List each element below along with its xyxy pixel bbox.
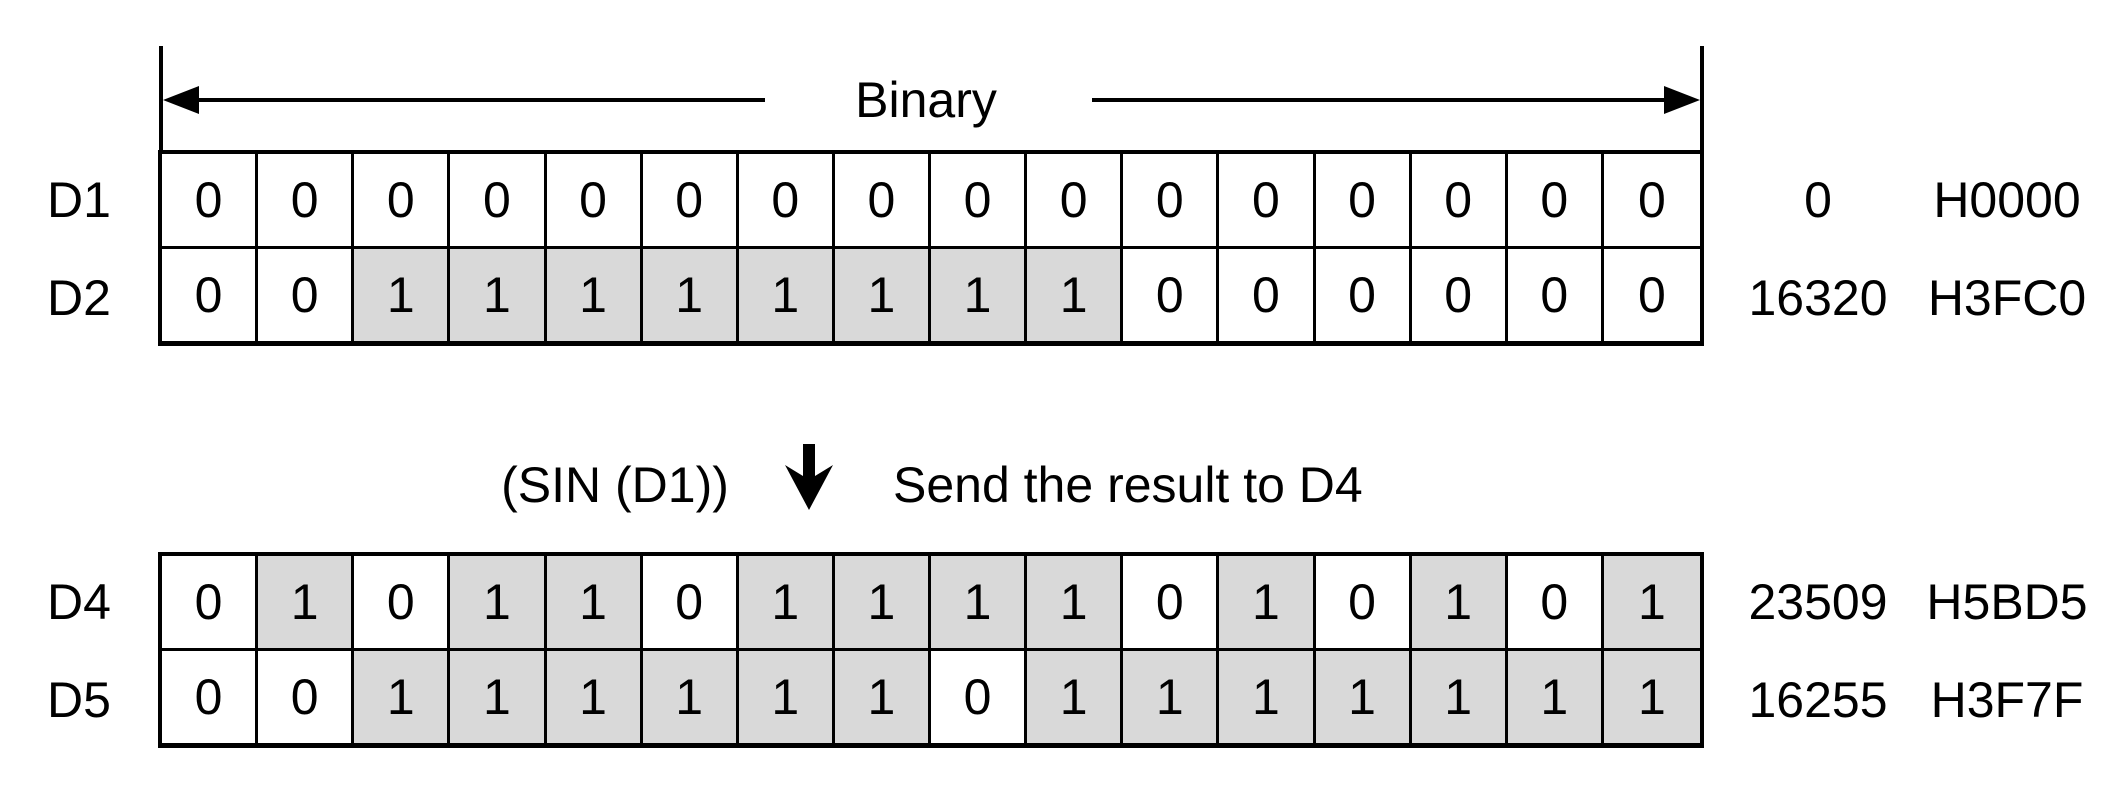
- bit-cell: 1: [931, 556, 1028, 648]
- bit-cell: 1: [1411, 651, 1508, 743]
- operation-description: Send the result to D4: [893, 457, 1363, 513]
- hex-value: H0000: [1933, 171, 2081, 228]
- binary-range-arrows: [159, 46, 1704, 154]
- bit-cell: 1: [354, 249, 451, 341]
- bit-cell: 1: [738, 651, 835, 743]
- decimal-value: 0: [1804, 171, 1832, 228]
- bit-cell: 0: [354, 556, 451, 648]
- bit-cell: 1: [834, 556, 931, 648]
- bit-cell: 0: [1219, 249, 1316, 341]
- bit-cell: 0: [162, 249, 259, 341]
- bit-cell: 0: [1411, 249, 1508, 341]
- bit-cell: 1: [642, 249, 739, 341]
- bit-cell: 0: [258, 651, 355, 743]
- bit-cell: 0: [1603, 249, 1700, 341]
- bit-cell: 1: [642, 651, 739, 743]
- bit-cell: 1: [1219, 556, 1316, 648]
- bit-cell: 0: [834, 154, 931, 246]
- decimal-value: 23509: [1748, 573, 1888, 630]
- down-arrow-icon: [785, 444, 833, 510]
- bit-cell: 0: [546, 154, 643, 246]
- bit-cell: 0: [354, 154, 451, 246]
- bit-cell: 1: [450, 556, 547, 648]
- bit-cell: 0: [1507, 249, 1604, 341]
- bit-cell: 1: [1507, 651, 1604, 743]
- bit-cell: 0: [1219, 154, 1316, 246]
- bit-cell: 1: [1123, 651, 1220, 743]
- bit-cell: 1: [1219, 651, 1316, 743]
- bit-cell: 0: [1123, 249, 1220, 341]
- bit-cell: 1: [1027, 651, 1124, 743]
- decimal-value: 16255: [1748, 671, 1888, 728]
- bit-cell: 1: [931, 249, 1028, 341]
- bit-cell: 0: [642, 154, 739, 246]
- bit-cell: 1: [1315, 651, 1412, 743]
- bit-cell: 0: [1315, 154, 1412, 246]
- bit-cell: 0: [931, 651, 1028, 743]
- bit-cell: 0: [1411, 154, 1508, 246]
- bit-cell: 0: [1603, 154, 1700, 246]
- bit-cell: 0: [1315, 249, 1412, 341]
- hex-value: H3F7F: [1930, 671, 2084, 728]
- bit-cell: 0: [258, 249, 355, 341]
- bit-cell: 1: [1603, 556, 1700, 648]
- right-arrowhead-icon: [1664, 86, 1700, 114]
- bit-cell: 1: [738, 556, 835, 648]
- bit-cell: 1: [546, 556, 643, 648]
- bit-cell: 0: [1123, 556, 1220, 648]
- bit-cell: 0: [931, 154, 1028, 246]
- bit-cell: 0: [162, 651, 259, 743]
- bit-cell: 1: [450, 249, 547, 341]
- bit-cell: 1: [354, 651, 451, 743]
- bit-cell: 0: [258, 154, 355, 246]
- bit-cell: 1: [738, 249, 835, 341]
- register-label: D2: [47, 269, 111, 326]
- operation-expression: (SIN (D1)): [501, 457, 729, 513]
- left-arrowhead-icon: [163, 86, 199, 114]
- bit-cell: 0: [1507, 556, 1604, 648]
- bit-cell: 0: [642, 556, 739, 648]
- register-label: D5: [47, 671, 111, 728]
- hex-value: H3FC0: [1927, 269, 2087, 326]
- bit-cell: 0: [450, 154, 547, 246]
- bit-cell: 1: [834, 651, 931, 743]
- bit-cell: 1: [1603, 651, 1700, 743]
- bit-cell: 0: [738, 154, 835, 246]
- bit-cell: 0: [162, 556, 259, 648]
- bit-cell: 1: [1027, 556, 1124, 648]
- register-label: D4: [47, 573, 111, 630]
- bit-cell: 1: [546, 249, 643, 341]
- register-label: D1: [47, 171, 111, 228]
- bit-cell: 0: [162, 154, 259, 246]
- bit-cell: 1: [546, 651, 643, 743]
- bit-cell: 1: [450, 651, 547, 743]
- bit-cell: 0: [1315, 556, 1412, 648]
- bit-cell: 0: [1027, 154, 1124, 246]
- bit-cell: 1: [834, 249, 931, 341]
- bit-cell: 0: [1123, 154, 1220, 246]
- binary-range-label: Binary: [855, 72, 997, 128]
- bit-cell: 0: [1507, 154, 1604, 246]
- hex-value: H5BD5: [1926, 573, 2088, 630]
- bit-cell: 1: [258, 556, 355, 648]
- bit-cell: 1: [1027, 249, 1124, 341]
- bit-cell: 1: [1411, 556, 1508, 648]
- decimal-value: 16320: [1748, 269, 1888, 326]
